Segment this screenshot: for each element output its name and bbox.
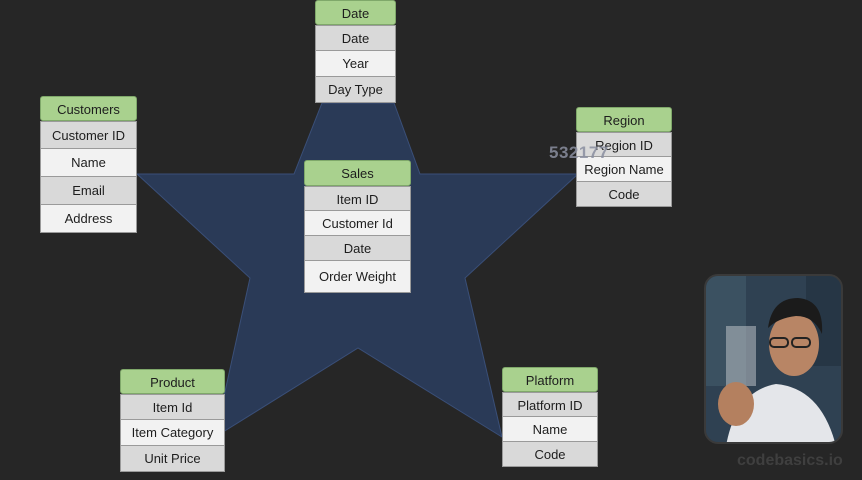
entity-sales-header: Sales: [304, 160, 411, 186]
entity-region-field: Region Name: [576, 157, 672, 182]
entity-customers: Customers Customer ID Name Email Address: [40, 96, 137, 233]
entity-product-field: Item Id: [120, 394, 225, 420]
entity-date: Date Date Year Day Type: [315, 0, 396, 103]
entity-sales-field: Customer Id: [304, 211, 411, 236]
entity-date-field: Year: [315, 51, 396, 77]
entity-date-field: Date: [315, 25, 396, 51]
entity-platform-field: Code: [502, 442, 598, 467]
entity-platform-field: Name: [502, 417, 598, 442]
entity-sales: Sales Item ID Customer Id Date Order Wei…: [304, 160, 411, 293]
entity-date-header: Date: [315, 0, 396, 25]
entity-platform-field: Platform ID: [502, 392, 598, 417]
entity-sales-field: Item ID: [304, 186, 411, 211]
entity-product-field: Unit Price: [120, 446, 225, 472]
entity-platform: Platform Platform ID Name Code: [502, 367, 598, 467]
entity-customers-field: Email: [40, 177, 137, 205]
entity-customers-field: Customer ID: [40, 121, 137, 149]
entity-region-field: Region ID: [576, 132, 672, 157]
entity-customers-field: Name: [40, 149, 137, 177]
entity-sales-field: Order Weight: [304, 261, 411, 293]
watermark-logo: codebasics.io: [737, 452, 843, 469]
entity-region-header: Region: [576, 107, 672, 132]
entity-platform-header: Platform: [502, 367, 598, 392]
entity-sales-field: Date: [304, 236, 411, 261]
entity-product: Product Item Id Item Category Unit Price: [120, 369, 225, 472]
entity-region: Region Region ID Region Name Code: [576, 107, 672, 207]
entity-product-header: Product: [120, 369, 225, 394]
entity-product-field: Item Category: [120, 420, 225, 446]
webcam-overlay: [704, 274, 843, 444]
entity-customers-field: Address: [40, 205, 137, 233]
presenter-avatar: [706, 276, 841, 442]
overlay-number: 532177: [549, 143, 609, 162]
entity-date-field: Day Type: [315, 77, 396, 103]
entity-region-field: Code: [576, 182, 672, 207]
entity-customers-header: Customers: [40, 96, 137, 121]
